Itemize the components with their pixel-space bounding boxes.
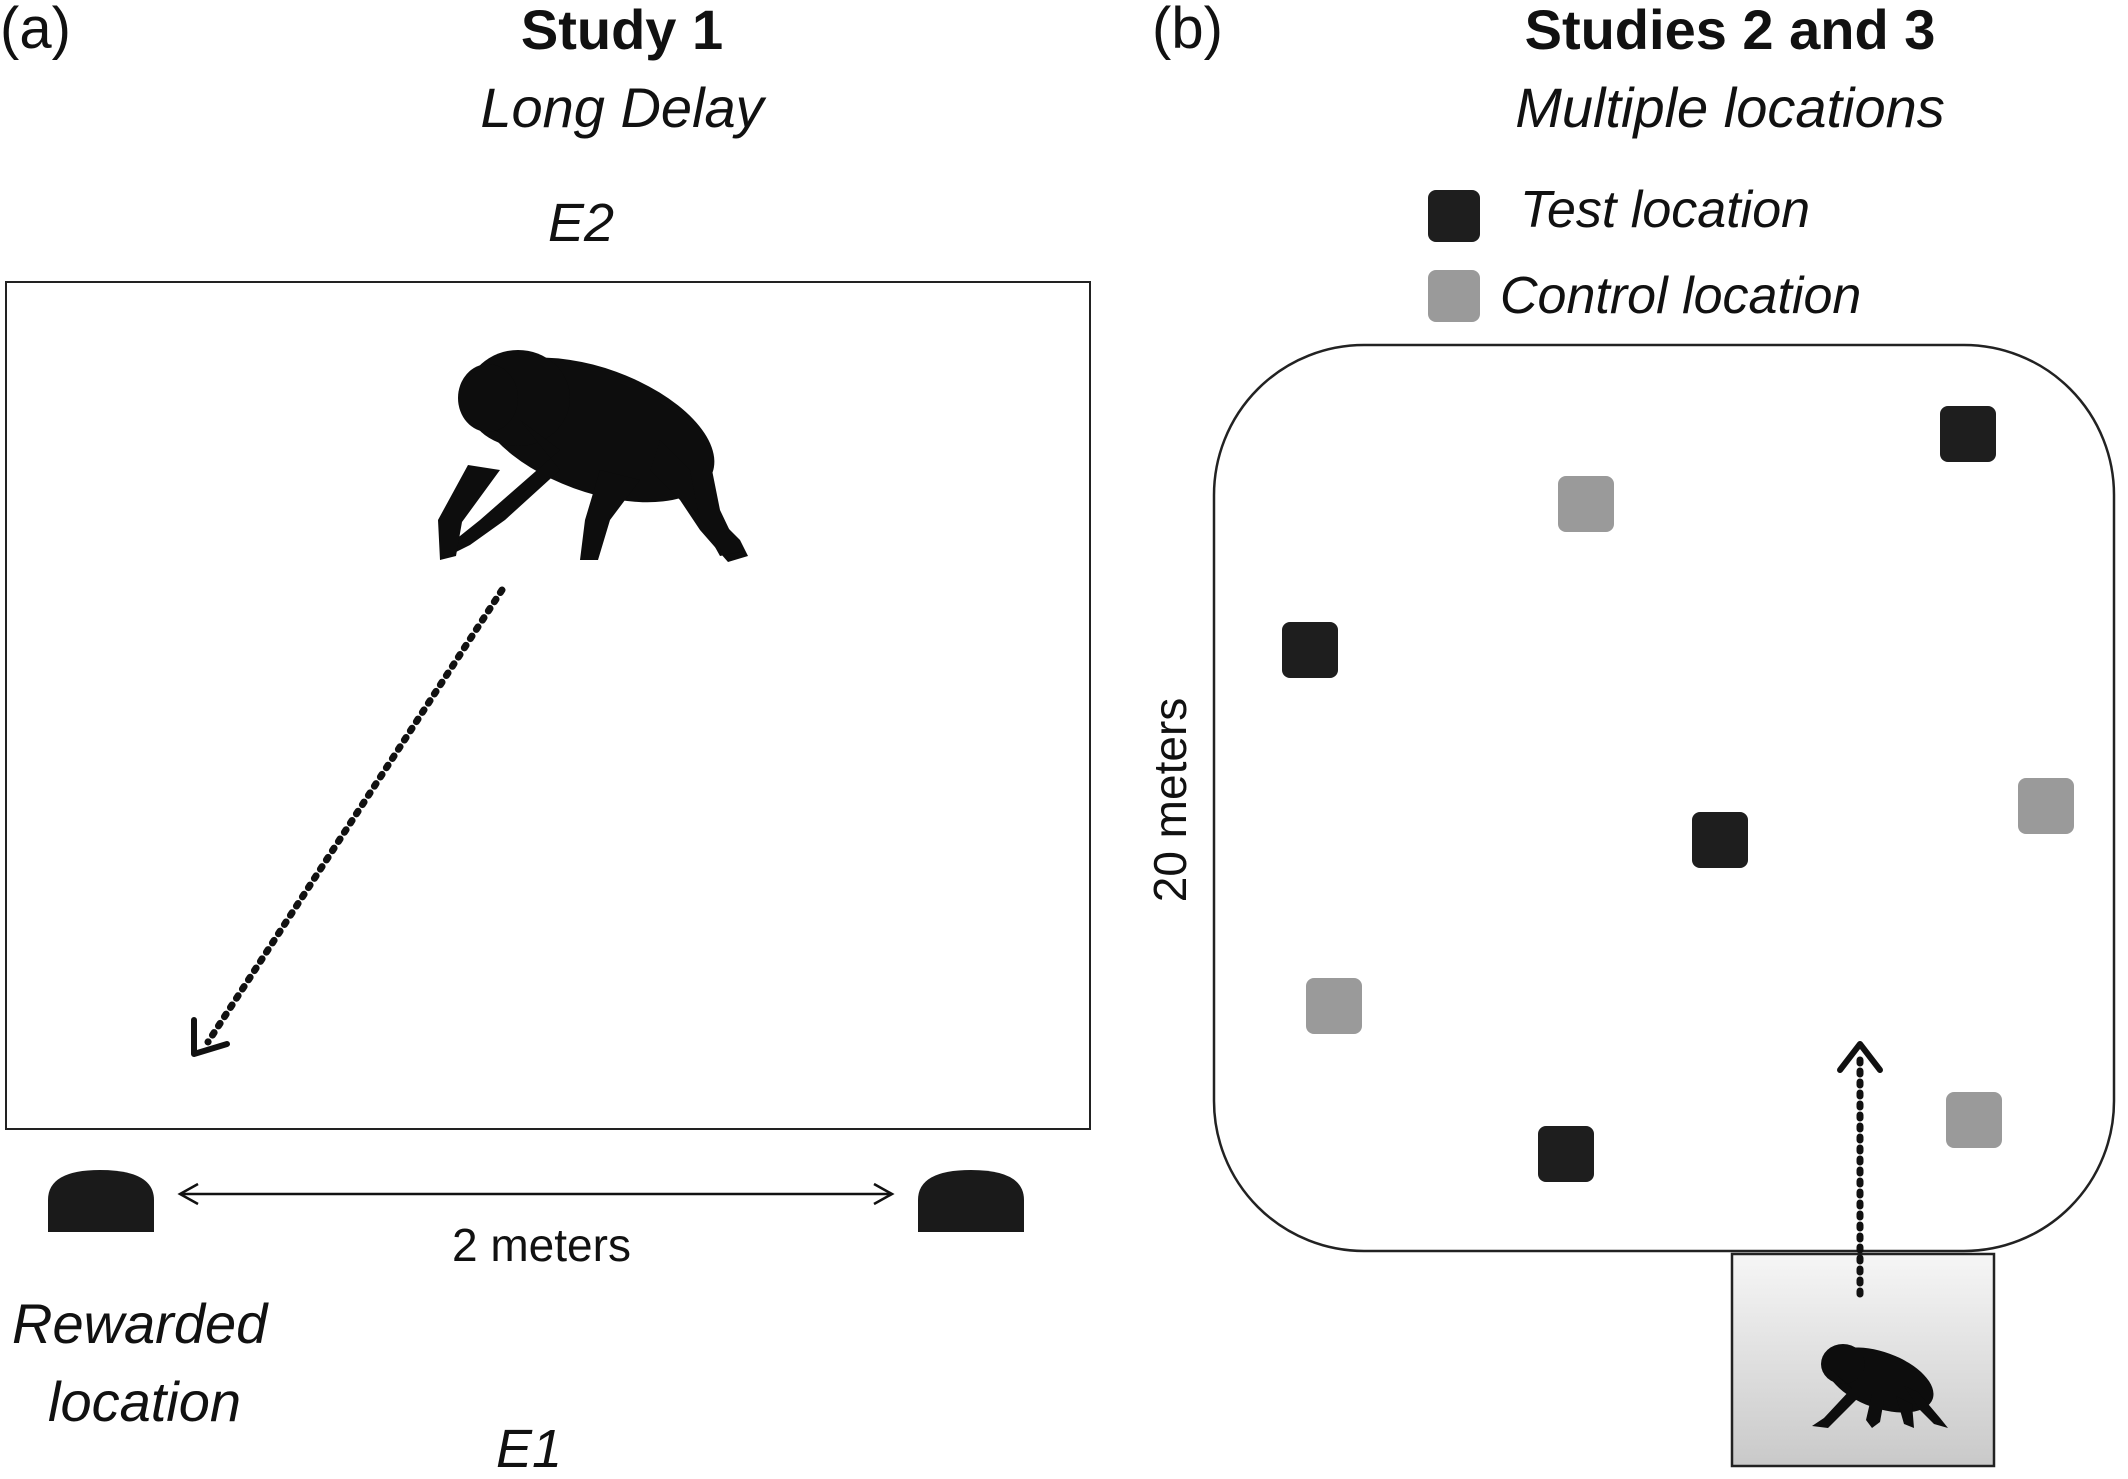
panel-b-title: Studies 2 and 3 (1524, 0, 1936, 61)
test-location-marker (1282, 622, 1338, 678)
test-location-marker (1538, 1126, 1594, 1182)
panel-b-letter: (b) (1152, 0, 1223, 61)
legend-test-label: Test location (1520, 181, 1811, 239)
control-location-marker (1306, 978, 1362, 1034)
control-location-marker (2018, 778, 2074, 834)
distance-arrowhead-right (873, 1182, 895, 1206)
test-location-marker (1940, 406, 1996, 462)
panel-a-top-label: E2 (548, 193, 615, 253)
panel-a-subtitle: Long Delay (480, 76, 764, 139)
search-path-arrowhead-b (1837, 1041, 1883, 1073)
legend-control-swatch (1428, 270, 1480, 322)
rewarded-location-label-line1: Rewarded (12, 1292, 268, 1355)
chimpanzee-silhouette-icon (438, 350, 748, 562)
distance-arrowhead-left (177, 1182, 199, 1206)
legend-control-label: Control location (1500, 267, 1862, 325)
control-location-marker (1946, 1092, 2002, 1148)
test-location-marker (1692, 812, 1748, 868)
panel-a-distance-label: 2 meters (452, 1219, 631, 1271)
reward-container-icon-right (918, 1170, 1024, 1232)
panel-a-bottom-label: E1 (496, 1419, 563, 1479)
control-location-marker (1558, 476, 1614, 532)
legend-test-swatch (1428, 190, 1480, 242)
enclosure-b (1212, 343, 2116, 1253)
panel-a-letter: (a) (0, 0, 71, 61)
search-path-arrowhead-a (191, 1017, 230, 1057)
panel-a-title: Study 1 (520, 0, 724, 61)
panel-b-subtitle: Multiple locations (1515, 76, 1945, 139)
rewarded-location-label-line2: location (48, 1370, 242, 1433)
reward-container-icon-left (48, 1170, 154, 1232)
chimpanzee-silhouette-icon-small (1812, 1344, 1948, 1428)
search-path-arrow-a (204, 586, 506, 1046)
